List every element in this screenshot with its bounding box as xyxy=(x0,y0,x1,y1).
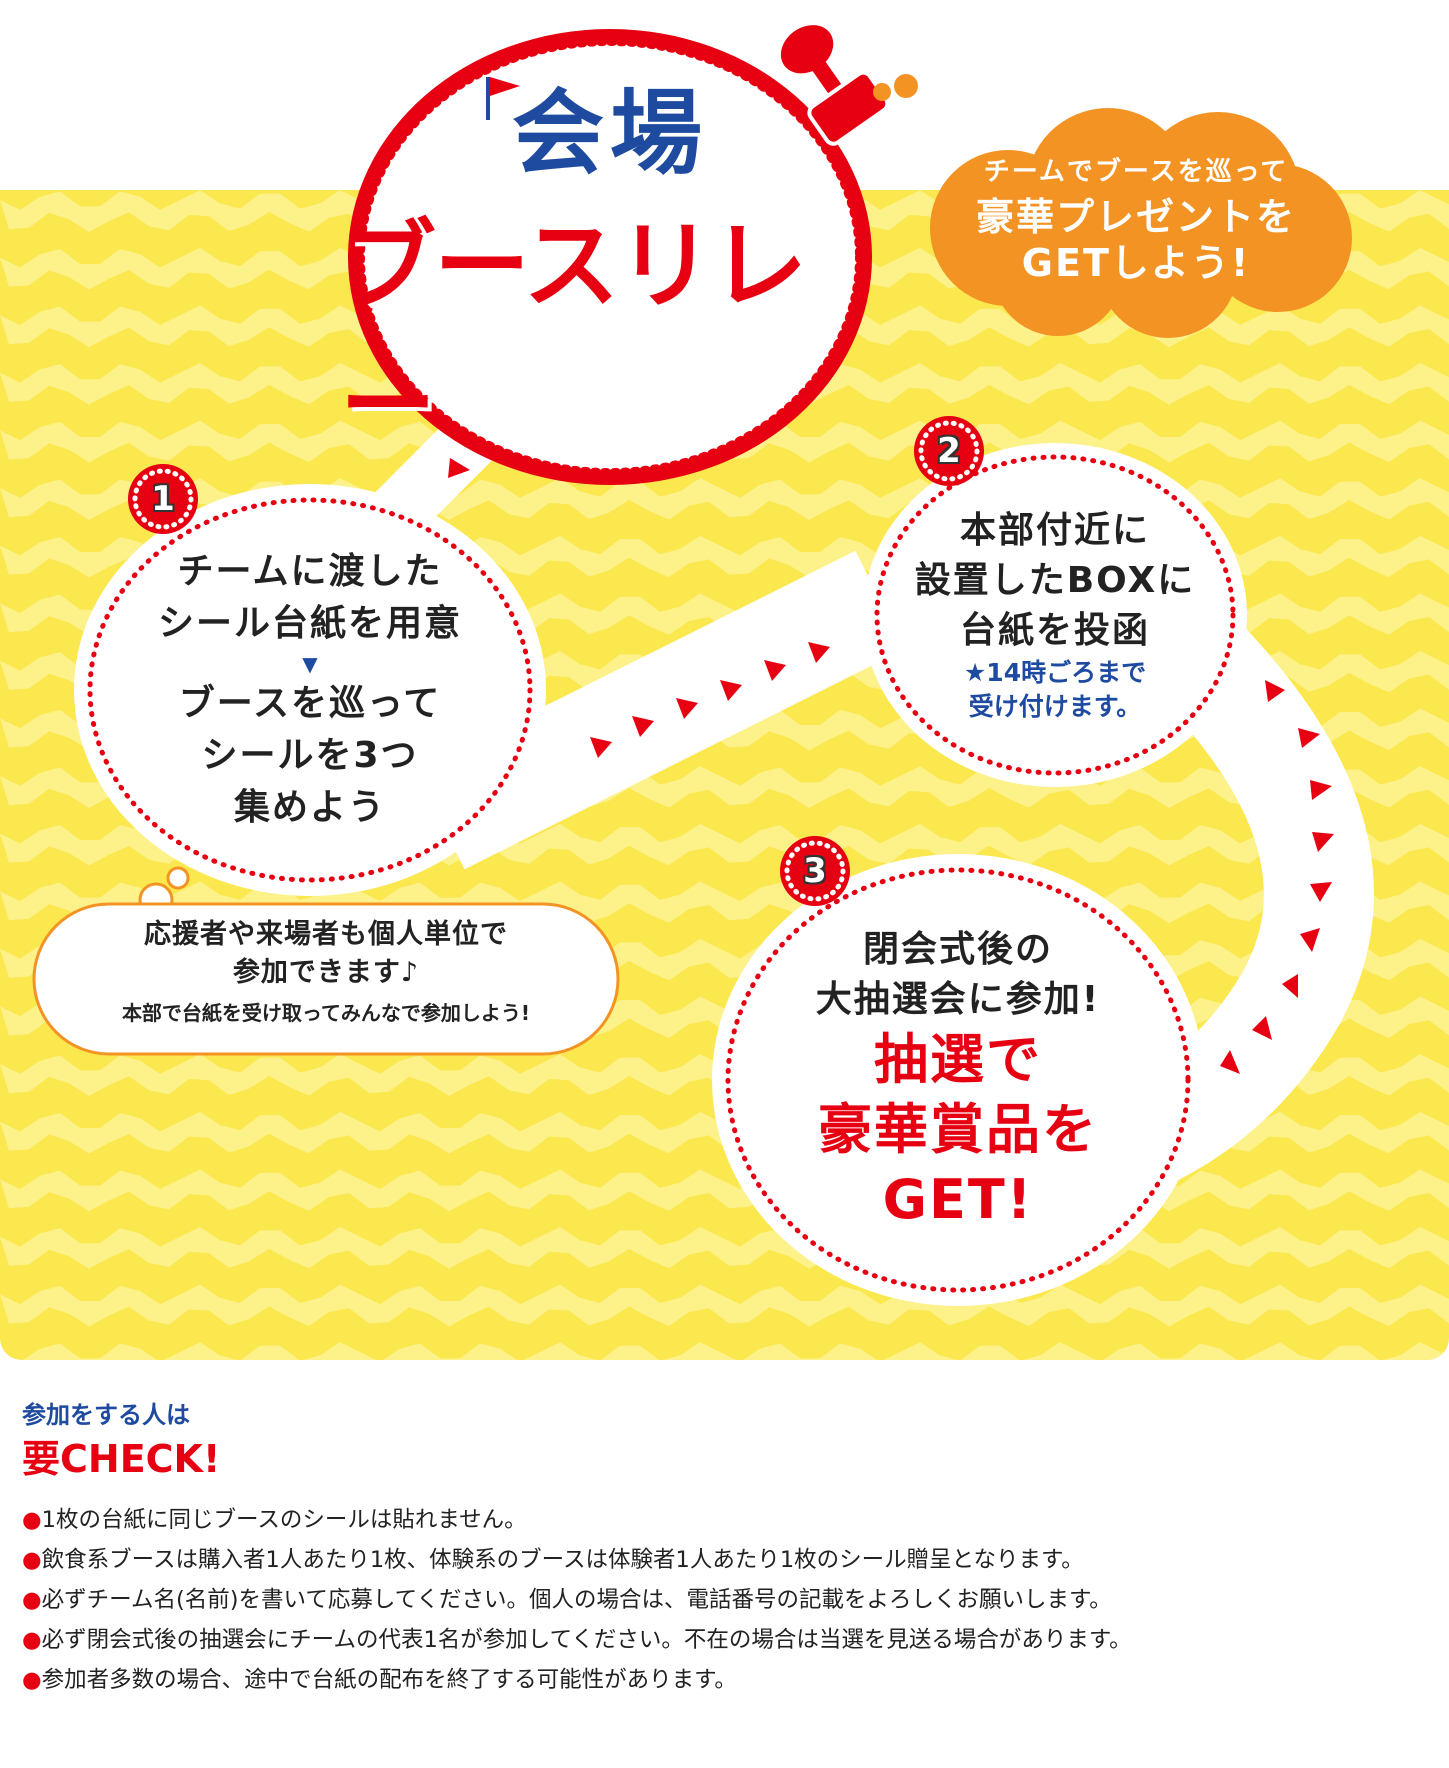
step-3-highlight-3: GET! xyxy=(882,1168,1034,1231)
step-2-note-2: 受け付けます。 xyxy=(968,692,1142,721)
step-3-highlight-1: 抽選で xyxy=(874,1028,1042,1091)
step-2-circle: 本部付近に 設置したBOXに 台紙を投函 ★14時ごろまで 受け付けます。 2 xyxy=(860,416,1250,790)
promo-cloud: チームでブースを巡って 豪華プレゼントを GETしよう! xyxy=(873,74,1354,338)
step-1-line-4: シールを3つ xyxy=(201,735,419,776)
cloud-dots xyxy=(873,74,918,101)
bubble-shape xyxy=(32,866,620,1056)
step-1-number: 1 xyxy=(151,479,175,519)
list-item: ●必ずチーム名(名前)を書いて応募してください。個人の場合は、電話番号の記載をよ… xyxy=(22,1580,1442,1620)
step-1-line-2: シール台紙を用意 xyxy=(157,603,462,644)
step-1-line-1: チームに渡した xyxy=(177,551,443,592)
bubble-line-1: 応援者や来場者も個人単位で xyxy=(144,919,508,950)
step-2-number: 2 xyxy=(937,431,961,471)
step-1-line-5: 集めよう xyxy=(233,787,386,828)
step-3-number: 3 xyxy=(803,851,827,891)
step-3-line-2: 大抽選会に参加! xyxy=(815,979,1101,1020)
bubble-line-3: 本部で台紙を受け取ってみんなで参加しよう! xyxy=(121,1001,531,1025)
step-2-line-3: 台紙を投函 xyxy=(959,610,1150,651)
note-text: 飲食系ブースは購入者1人あたり1枚、体験系のブースは体験者1人あたり1枚のシール… xyxy=(41,1547,1084,1573)
bullet-icon: ● xyxy=(22,1667,42,1693)
title-booth-relay: ブースリレー xyxy=(340,209,807,461)
cloud-shape xyxy=(930,108,1352,338)
bullet-icon: ● xyxy=(22,1627,42,1653)
step-1-circle: チームに渡した シール台紙を用意 ▼ ブースを巡って シールを3つ 集めよう 1 xyxy=(70,464,550,900)
title-circle: 会場 ブースリレー xyxy=(340,22,890,492)
bullet-icon: ● xyxy=(22,1587,42,1613)
bullet-icon: ● xyxy=(22,1547,42,1573)
step-2-note-1: ★14時ごろまで xyxy=(963,658,1147,687)
step-2-bg xyxy=(863,443,1247,787)
step-1-bg xyxy=(74,484,546,896)
wave-stripe xyxy=(0,1342,1449,1360)
step-1-line-3: ブースを巡って xyxy=(178,683,442,724)
step-1-badge: 1 xyxy=(126,462,200,536)
note-text: 必ず閉会式後の抽選会にチームの代表1名が参加してください。不在の場合は当選を見送… xyxy=(41,1627,1132,1653)
notes-heading-big: 要CHECK! xyxy=(22,1437,221,1481)
step-3-circle: 閉会式後の 大抽選会に参加! 抽選で 豪華賞品を GET! 3 xyxy=(708,836,1208,1310)
promo-line3: GETしよう! xyxy=(1021,240,1251,285)
step-2-line-2: 設置したBOXに xyxy=(914,560,1196,601)
step-3-line-1: 閉会式後の xyxy=(862,929,1053,970)
step-2-line-1: 本部付近に xyxy=(959,510,1150,551)
promo-line2: 豪華プレゼントを xyxy=(975,194,1296,239)
step-3-bg xyxy=(712,854,1204,1306)
notes-list: ●1枚の台紙に同じブースのシールは貼れません。 ●飲食系ブースは購入者1人あたり… xyxy=(22,1500,1442,1700)
step-3-highlight-2: 豪華賞品を xyxy=(818,1098,1098,1161)
info-bubble: 応援者や来場者も個人単位で 参加できます♪ 本部で台紙を受け取ってみんなで参加し… xyxy=(32,866,620,1056)
list-item: ●飲食系ブースは購入者1人あたり1枚、体験系のブースは体験者1人あたり1枚のシー… xyxy=(22,1540,1442,1580)
promo-line1: チームでブースを巡って xyxy=(983,156,1289,187)
note-text: 1枚の台紙に同じブースのシールは貼れません。 xyxy=(41,1507,527,1533)
path-arrows xyxy=(448,458,1334,1074)
wave-stripe xyxy=(0,1284,1449,1327)
title-circle-bg xyxy=(348,29,872,485)
title-venue: 会場 xyxy=(511,79,708,187)
list-item: ●参加者多数の場合、途中で台紙の配布を終了する可能性があります。 xyxy=(22,1660,1442,1700)
list-item: ●1枚の台紙に同じブースのシールは貼れません。 xyxy=(22,1500,1442,1540)
down-arrow-icon: ▼ xyxy=(302,652,318,676)
step-2-badge: 2 xyxy=(912,414,986,488)
bullet-icon: ● xyxy=(22,1507,42,1533)
notes-heading-small: 参加をする人は xyxy=(22,1401,190,1429)
note-text: 必ずチーム名(名前)を書いて応募してください。個人の場合は、電話番号の記載をよろ… xyxy=(41,1587,1112,1613)
list-item: ●必ず閉会式後の抽選会にチームの代表1名が参加してください。不在の場合は当選を見… xyxy=(22,1620,1442,1660)
bubble-line-2: 参加できます♪ xyxy=(232,957,420,988)
step-3-badge: 3 xyxy=(778,834,852,908)
stamp-icon xyxy=(780,25,890,146)
note-text: 参加者多数の場合、途中で台紙の配布を終了する可能性があります。 xyxy=(41,1667,737,1693)
flag-icon xyxy=(486,77,520,120)
